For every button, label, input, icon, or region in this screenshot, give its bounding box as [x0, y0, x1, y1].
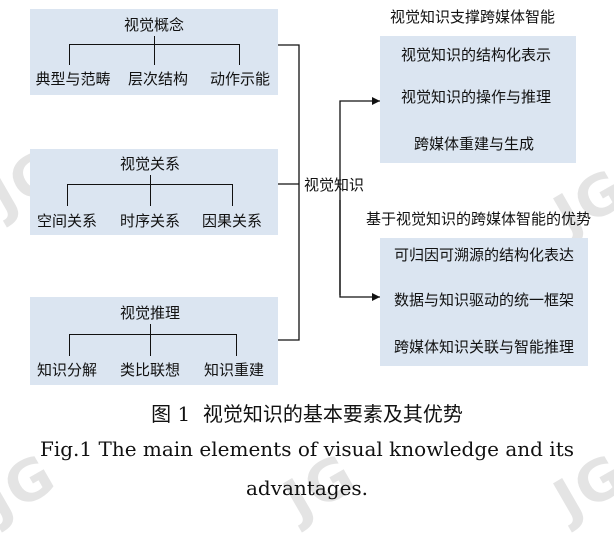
- relation-item: 空间关系: [36, 212, 98, 230]
- relation-tree-bar: [67, 184, 232, 185]
- advantage-title: 基于视觉知识的跨媒体智能的优势: [366, 210, 592, 228]
- reasoning-item: 类比联想: [119, 361, 181, 379]
- relation-box: [30, 149, 278, 235]
- advantage-item: 数据与知识驱动的统一框架: [393, 291, 575, 309]
- concept-item: 典型与范畴: [35, 70, 111, 88]
- connector-lines: [278, 44, 380, 341]
- relation-tree-leg: [150, 184, 151, 206]
- relation-tree-leg: [67, 184, 68, 206]
- support-box: [380, 36, 576, 163]
- relation-item: 时序关系: [119, 212, 181, 230]
- concept-item: 层次结构: [127, 70, 189, 88]
- figure-caption-zh: 图 1 视觉知识的基本要素及其优势: [151, 402, 463, 426]
- relation-tree-stem: [150, 175, 151, 184]
- concept-item: 动作示能: [209, 70, 271, 88]
- reasoning-item: 知识重建: [203, 361, 265, 379]
- reasoning-item: 知识分解: [36, 361, 98, 379]
- center-label: 视觉知识: [304, 176, 365, 194]
- advantage-item: 跨媒体知识关联与智能推理: [393, 338, 575, 356]
- concept-tree-stem: [154, 36, 155, 44]
- reasoning-tree-leg: [69, 334, 70, 356]
- relation-tree-leg: [232, 184, 233, 206]
- advantage-box: [380, 238, 588, 366]
- reasoning-tree-leg: [236, 334, 237, 356]
- relation-item: 因果关系: [201, 212, 263, 230]
- reasoning-tree-leg: [150, 334, 151, 356]
- concept-tree-leg: [154, 44, 155, 65]
- figure-caption-en: Fig.1 The main elements of visual knowle…: [39, 437, 575, 461]
- support-item: 跨媒体重建与生成: [413, 135, 535, 153]
- concept-title: 视觉概念: [123, 16, 185, 34]
- reasoning-tree-bar: [69, 334, 236, 335]
- reasoning-tree-stem: [150, 324, 151, 334]
- relation-title: 视觉关系: [119, 155, 181, 173]
- concept-tree-leg: [239, 44, 240, 65]
- support-title: 视觉知识支撑跨媒体智能: [390, 8, 556, 26]
- support-item: 视觉知识的操作与推理: [400, 88, 552, 106]
- concept-tree-leg: [69, 44, 70, 65]
- figure-caption-en-cont: advantages.: [245, 476, 369, 500]
- support-item: 视觉知识的结构化表示: [400, 46, 552, 64]
- advantage-item: 可归因可溯源的结构化表达: [393, 246, 575, 264]
- reasoning-title: 视觉推理: [119, 304, 181, 322]
